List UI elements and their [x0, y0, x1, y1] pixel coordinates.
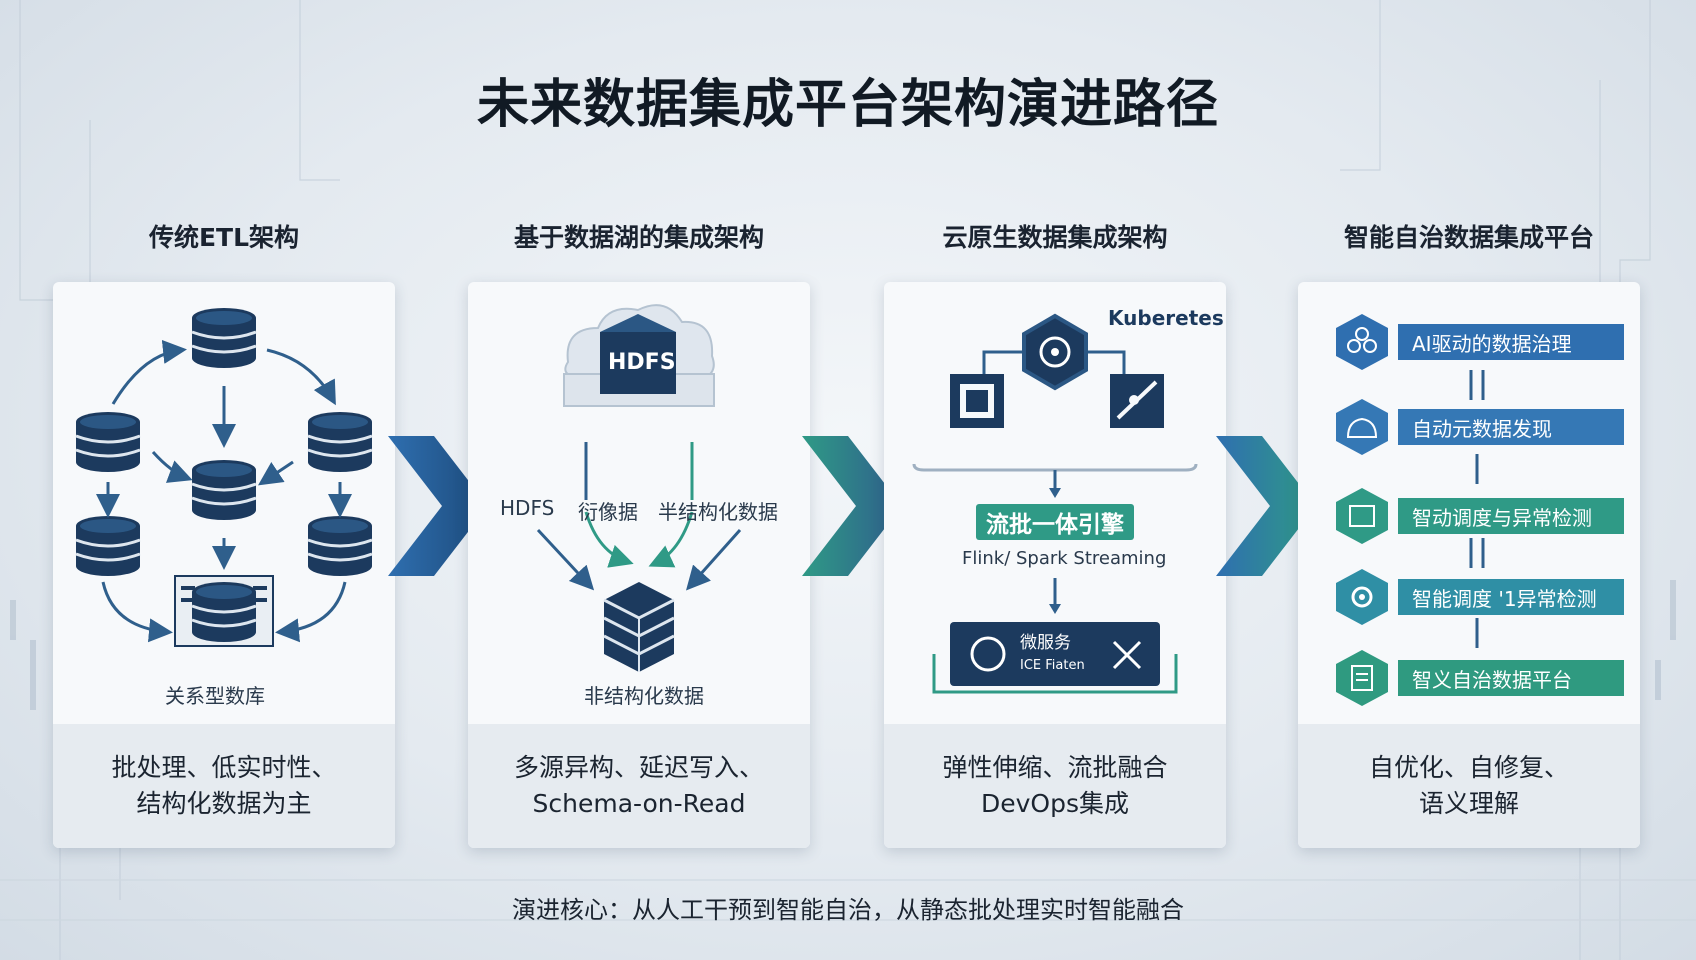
database-icon [74, 514, 142, 578]
stream-batch-engine-badge: 流批一体引擎 [976, 504, 1134, 540]
summary-line: DevOps集成 [981, 789, 1129, 818]
source-label-data: 衍像据 [578, 500, 638, 524]
microservice-sub-label: ICE Fiaten [1020, 658, 1085, 673]
database-icon [306, 410, 374, 474]
card-data-lake: HDFS HDFS 衍像据 半结构化数据 非结构化数据 多源异构、延迟写入、 S… [468, 282, 810, 848]
database-icon [74, 410, 142, 474]
summary-line: 结构化数据为主 [136, 789, 312, 818]
summary-line: 批处理、低实时性、 [111, 753, 337, 782]
scheduling-icon [1336, 488, 1388, 544]
engine-sub-label: Flink/ Spark Streaming [962, 548, 1167, 569]
summary-cloudnative: 弹性伸缩、流批融合 DevOps集成 [884, 724, 1226, 848]
column-title-intelligent: 智能自治数据集成平台 [1343, 223, 1594, 252]
arrow-head [1049, 488, 1061, 498]
column-title-cloudnative: 云原生数据集成架构 [942, 223, 1168, 252]
document-icon [1336, 650, 1388, 706]
circuit-icon [1110, 374, 1164, 428]
step-metadata-discovery: 自动元数据发现 [1398, 409, 1624, 445]
etl-chip-icon [950, 374, 1004, 428]
database-icon [190, 458, 258, 522]
summary-line: 多源异构、延迟写入、 [513, 753, 764, 782]
page-title: 未来数据集成平台架构演进路径 [476, 75, 1219, 135]
ai-governance-icon [1336, 314, 1388, 370]
step-ai-governance: AI驱动的数据治理 [1398, 324, 1624, 360]
database-icon [306, 514, 374, 578]
source-label-semistructured: 半结构化数据 [658, 500, 778, 524]
diagram-label-unstructured: 非结构化数据 [584, 684, 704, 708]
card-traditional-etl: 关系型数库 批处理、低实时性、 结构化数据为主 [53, 282, 395, 848]
summary-line: 弹性伸缩、流批融合 [942, 753, 1168, 782]
diagram-label-relational-db: 关系型数库 [165, 684, 265, 708]
flow-arrows [96, 339, 352, 643]
summary-etl: 批处理、低实时性、 结构化数据为主 [53, 724, 395, 848]
step-scheduling-anomaly: 智动调度与异常检测 [1398, 498, 1624, 534]
microservice-label: 微服务 [1020, 633, 1071, 653]
gear-icon [1336, 569, 1388, 625]
column-title-datalake: 基于数据湖的集成架构 [513, 223, 764, 252]
relational-db-server-icon [174, 575, 274, 647]
arrow-head [1049, 604, 1061, 614]
metadata-discovery-icon [1336, 399, 1388, 455]
hdfs-storage-label: HDFS [608, 350, 676, 375]
database-icon [190, 306, 258, 370]
summary-datalake: 多源异构、延迟写入、 Schema-on-Read [468, 724, 810, 848]
card-intelligent: AI驱动的数据治理 自动元数据发现 智动调度与异常检测 智能调度 '1异常检测 … [1298, 282, 1640, 848]
flow-arrows [536, 442, 742, 591]
chevron-arrow-icon [1216, 436, 1316, 576]
source-label-hdfs: HDFS [500, 496, 555, 520]
card-cloud-native: Kuberetes 流批一体引擎 Flink/ Spark Streaming … [884, 282, 1226, 848]
step-connectors [1469, 370, 1485, 648]
summary-line: 语义理解 [1418, 789, 1519, 818]
kubernetes-icon [982, 313, 1126, 404]
cloud-storage-icon [563, 304, 715, 407]
chevron-arrow-icon [802, 436, 902, 576]
summary-line: Schema-on-Read [532, 789, 746, 818]
etl-database-diagram [74, 306, 374, 647]
summary-intelligent: 自优化、自修复、 语义理解 [1298, 724, 1640, 848]
step-intelligent-scheduling: 智能调度 '1异常检测 [1398, 579, 1624, 615]
evolution-core-caption: 演进核心：从人工干预到智能自治，从静态批处理实时智能融合 [512, 896, 1184, 924]
data-cube-icon [603, 582, 675, 672]
bracket-line [912, 463, 1198, 472]
cloudnative-diagram [912, 313, 1198, 694]
datalake-diagram [536, 304, 742, 672]
microservice-panel [932, 622, 1178, 694]
step-autonomous-platform: 智义自治数据平台 [1398, 660, 1624, 696]
summary-line: 自优化、自修复、 [1368, 753, 1569, 782]
column-title-etl: 传统ETL架构 [148, 223, 300, 252]
kubernetes-label: Kuberetes [1108, 306, 1224, 330]
